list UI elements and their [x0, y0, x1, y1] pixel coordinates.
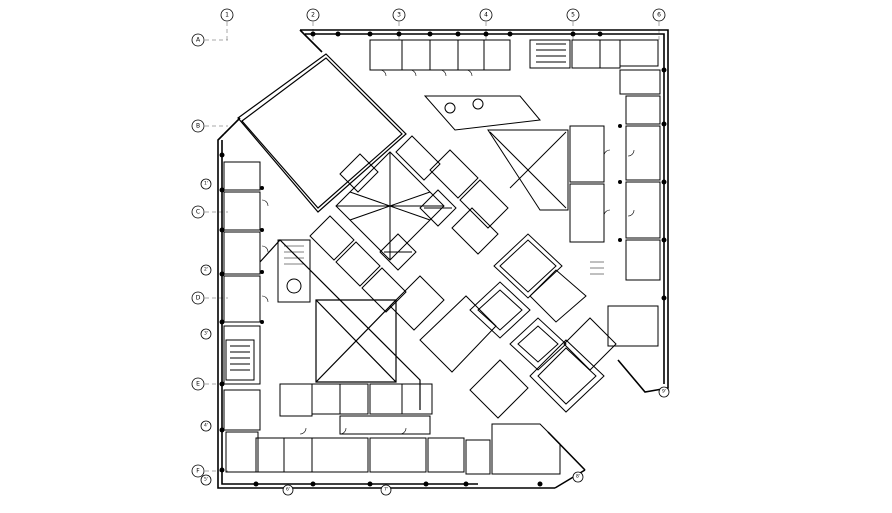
svg-text:D: D	[196, 295, 201, 302]
left-column-rooms	[223, 161, 311, 473]
svg-text:9': 9'	[662, 389, 666, 395]
grid-bubble-5-prime: 5'	[200, 474, 212, 486]
svg-text:5': 5'	[204, 477, 208, 483]
grid-bubble-1-prime: 1'	[200, 178, 212, 190]
svg-text:F: F	[196, 468, 200, 475]
atrium-block	[237, 53, 407, 213]
grid-bubbles-intermediate: 1' 2' 3' 4' 5'	[200, 178, 212, 486]
top-row-rooms	[369, 39, 661, 95]
svg-text:7': 7'	[384, 487, 388, 493]
grid-bubble-1: 1	[220, 8, 234, 22]
svg-text:4: 4	[484, 12, 488, 19]
grid-bubble-4: 4	[479, 8, 493, 22]
grid-bubble-5: 5	[566, 8, 580, 22]
central-core	[335, 151, 457, 271]
right-column-rooms	[569, 95, 661, 347]
svg-text:1': 1'	[204, 181, 208, 187]
grid-bubble-b: B	[191, 119, 205, 133]
stair-hatching	[284, 245, 604, 275]
grid-bubble-6: 6	[652, 8, 666, 22]
grid-bubble-a: A	[191, 33, 205, 47]
svg-text:E: E	[196, 381, 200, 388]
grid-bubbles-bottom: 6' 7' 8' 9'	[282, 386, 670, 496]
bottom-row-rooms	[255, 383, 561, 475]
svg-text:A: A	[196, 37, 201, 44]
grid-bubble-d: D	[191, 291, 205, 305]
svg-text:3': 3'	[204, 331, 208, 337]
svg-text:B: B	[196, 123, 200, 130]
svg-text:4': 4'	[204, 423, 208, 429]
grid-bubbles-columns: 1 2 3 4 5 6	[220, 8, 666, 22]
svg-text:2': 2'	[204, 267, 208, 273]
svg-text:6': 6'	[286, 487, 290, 493]
grid-bubble-6-prime: 6'	[282, 484, 294, 496]
svg-text:C: C	[196, 209, 200, 216]
grid-bubble-4-prime: 4'	[200, 420, 212, 432]
structural-columns	[219, 31, 667, 487]
grid-bubble-8-prime: 8'	[572, 471, 584, 483]
grid-bubble-e: E	[191, 377, 205, 391]
svg-text:6: 6	[657, 12, 661, 19]
svg-text:1: 1	[225, 12, 229, 19]
diagonal-rooms-upper	[309, 135, 509, 331]
lower-right-cluster	[419, 233, 617, 419]
grid-bubble-c: C	[191, 205, 205, 219]
grid-bubble-2-prime: 2'	[200, 264, 212, 276]
grid-bubbles-rows: A B C D E F	[191, 33, 205, 478]
exterior-walls	[217, 29, 669, 489]
grid-bubble-9-prime: 9'	[658, 386, 670, 398]
grid-bubble-2: 2	[306, 8, 320, 22]
svg-text:5: 5	[571, 12, 575, 19]
grid-bubble-7-prime: 7'	[380, 484, 392, 496]
grid-bubble-f: F	[191, 464, 205, 478]
lower-atrium	[259, 239, 421, 410]
grid-bubble-3: 3	[392, 8, 406, 22]
svg-text:3: 3	[397, 12, 401, 19]
right-diagonal-wing	[423, 95, 569, 211]
door-swings	[261, 69, 635, 435]
grid-bubble-3-prime: 3'	[200, 328, 212, 340]
svg-text:8': 8'	[576, 474, 580, 480]
svg-text:2: 2	[311, 12, 315, 19]
grid-lines	[205, 22, 660, 472]
